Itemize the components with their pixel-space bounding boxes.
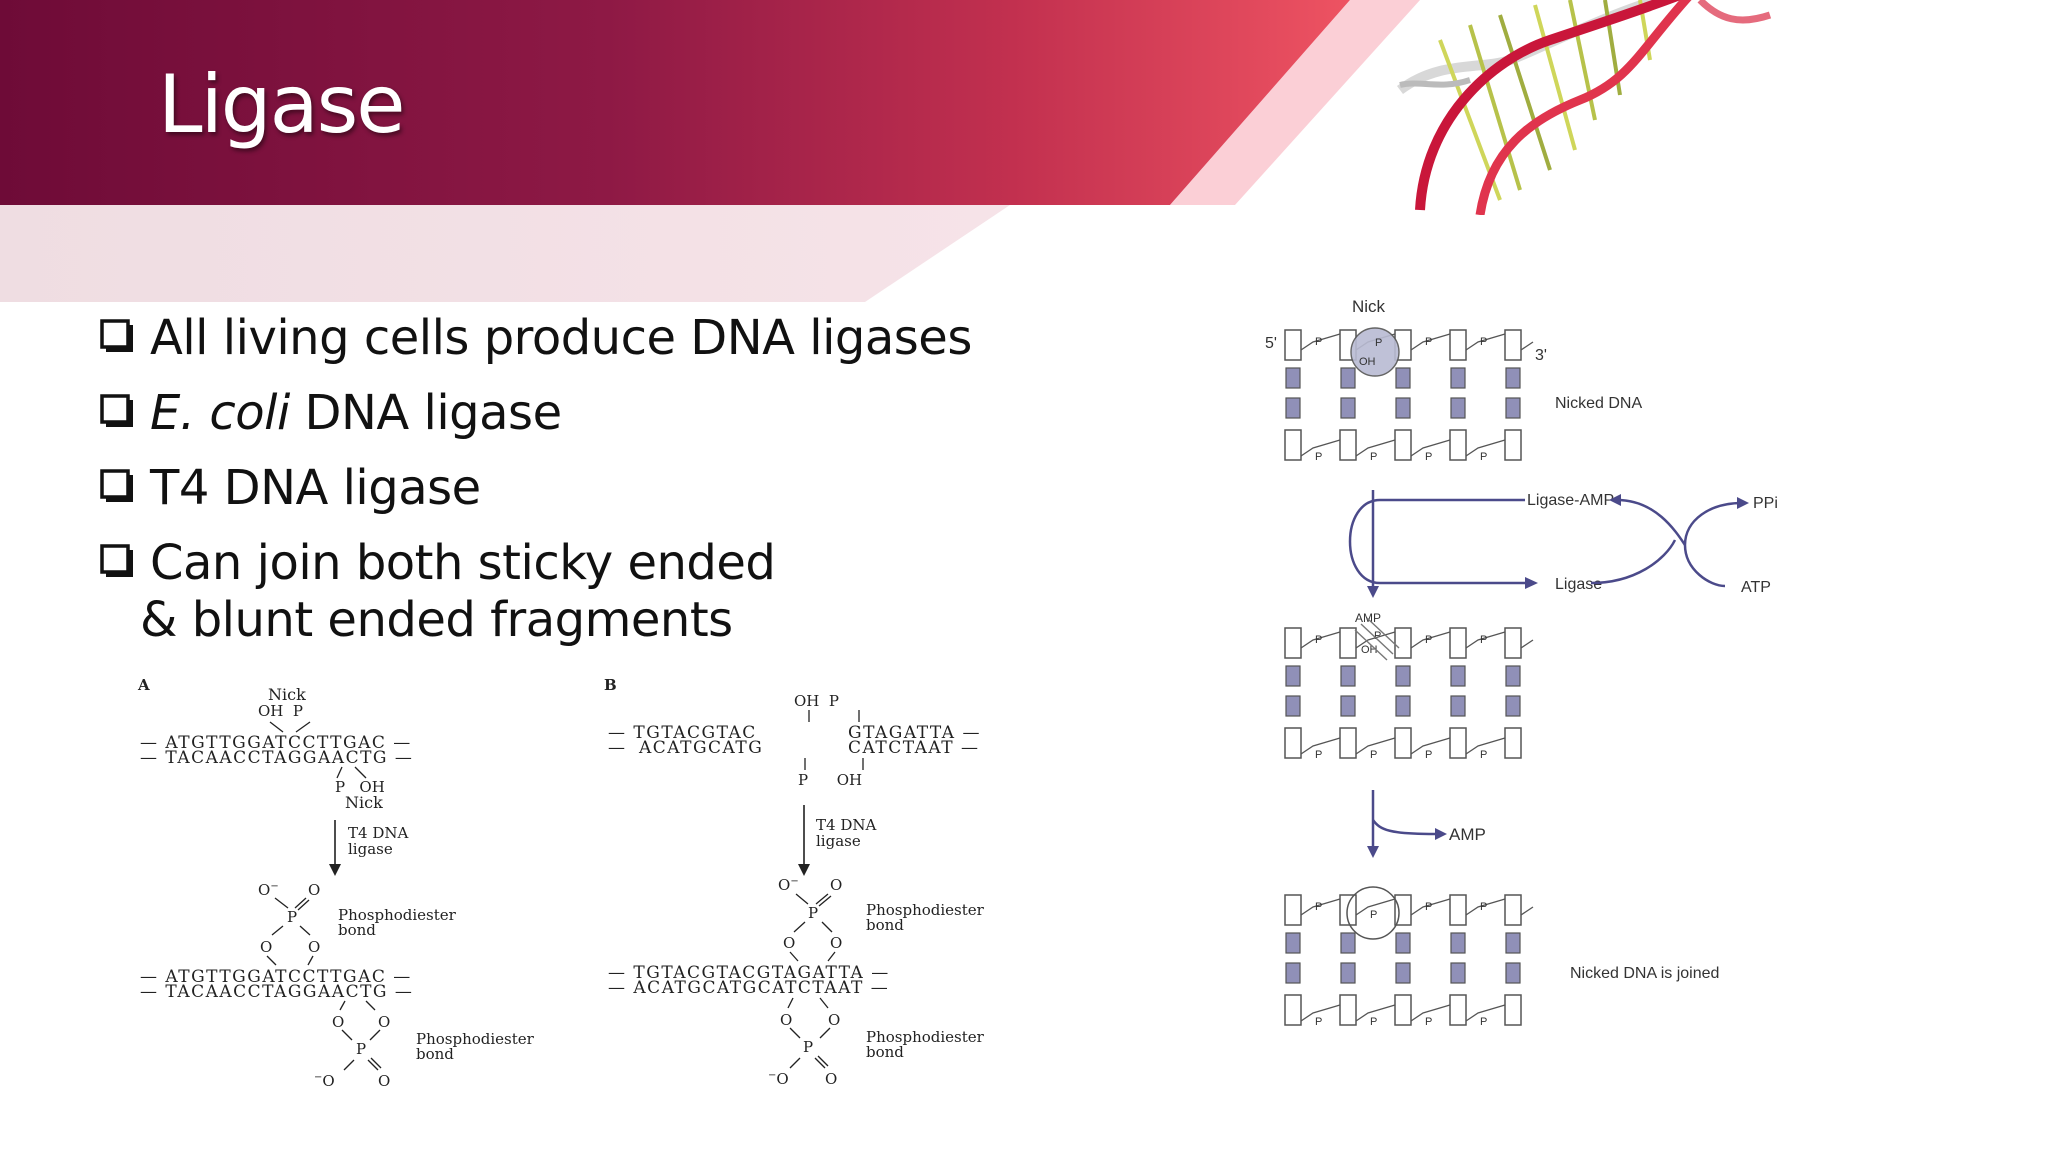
- svg-text:P: P: [1375, 337, 1382, 349]
- joined-label: Nicked DNA is joined: [1570, 965, 1719, 982]
- svg-text:P: P: [808, 904, 818, 922]
- svg-text:O: O: [783, 934, 795, 952]
- figure-a-sticky-end-ligation: A Nick OH P — ATGTTGGATCCTTGAC — — TACAA…: [137, 676, 535, 1090]
- joined-top-strand: — TGTACGTACGTAGATTA —: [608, 963, 890, 983]
- enzyme-label: T4 DNA: [816, 816, 876, 834]
- oh-label: OH: [1359, 356, 1376, 368]
- svg-text:O: O: [830, 934, 842, 952]
- bullet-item: Can join both sticky ended & blunt ended…: [100, 535, 972, 649]
- checkbox-bullet-icon: [100, 544, 133, 577]
- svg-text:P: P: [287, 908, 297, 926]
- bullet-item: T4 DNA ligase: [100, 460, 972, 517]
- phosphodiester-label: Phosphodiester: [866, 1028, 985, 1046]
- oh-p-label: OH P: [258, 702, 303, 720]
- svg-text:P: P: [1370, 909, 1377, 921]
- phosphodiester-label: bond: [866, 1043, 904, 1061]
- bottom-strand-right: CATCTAAT —: [848, 738, 979, 758]
- slide-title: Ligase: [158, 58, 405, 151]
- enzyme-label: ligase: [348, 840, 393, 858]
- ligase-label: Ligase: [1555, 576, 1602, 593]
- svg-text:O: O: [260, 938, 272, 956]
- panel-label-a: A: [137, 676, 150, 694]
- amp-release-label: AMP: [1449, 825, 1486, 844]
- nick-label: Nick: [1352, 297, 1386, 316]
- svg-text:O: O: [828, 1011, 840, 1029]
- phosphodiester-label: bond: [338, 921, 376, 939]
- header-banner: [0, 0, 1420, 302]
- enzyme-label: T4 DNA: [348, 824, 408, 842]
- bottom-strand: — TACAACCTAGGAACTG —: [140, 748, 413, 768]
- bullet-text: DNA ligase: [289, 385, 563, 441]
- bottom-strand-left: ACATGCATG: [638, 738, 763, 758]
- svg-text:O: O: [332, 1013, 344, 1031]
- oh-label: OH: [1361, 644, 1378, 656]
- svg-text:O: O: [378, 1072, 390, 1090]
- dna-helix-image: [1397, 0, 1772, 215]
- svg-text:—: —: [608, 738, 625, 758]
- joined-top-strand: — ATGTTGGATCCTTGAC —: [140, 967, 412, 987]
- p-oh-label: P OH: [798, 771, 862, 789]
- checkbox-bullet-icon: [100, 469, 133, 502]
- svg-text:O−: O−: [778, 876, 799, 894]
- bullet-text: T4 DNA ligase: [150, 460, 481, 516]
- bullet-item: All living cells produce DNA ligases: [100, 310, 972, 367]
- nick-label: Nick: [268, 685, 306, 704]
- checkbox-bullet-icon: [100, 319, 133, 352]
- three-prime-label: 3': [1535, 347, 1547, 364]
- joined-bottom-strand: — ACATGCATGCATCTAAT —: [608, 978, 889, 998]
- svg-text:O: O: [825, 1070, 837, 1088]
- p-oh-label: P OH: [335, 778, 385, 796]
- ligase-amp-label: Ligase-AMP: [1527, 492, 1614, 509]
- svg-text:P: P: [1374, 630, 1381, 642]
- phosphodiester-label: Phosphodiester: [338, 906, 457, 924]
- phosphodiester-label: Phosphodiester: [416, 1030, 535, 1048]
- phosphodiester-label: Phosphodiester: [866, 901, 985, 919]
- figure-b-blunt-end-ligation: B OH P — TGTACGTAC GTAGATTA — — ACATGCAT…: [604, 676, 985, 1088]
- checkbox-bullet-icon: [100, 394, 133, 427]
- svg-text:O: O: [378, 1013, 390, 1031]
- joined-bottom-strand: — TACAACCTAGGAACTG —: [140, 982, 413, 1002]
- svg-text:−O: −O: [314, 1072, 335, 1090]
- oh-p-label: OH P: [794, 692, 839, 710]
- ppi-label: PPi: [1753, 495, 1778, 512]
- top-strand-left: — TGTACGTAC: [608, 723, 757, 743]
- top-strand: — ATGTTGGATCCTTGAC —: [140, 733, 412, 753]
- svg-text:O: O: [830, 876, 842, 894]
- five-prime-label: 5': [1265, 335, 1277, 352]
- bullet-text: All living cells produce DNA ligases: [150, 310, 972, 366]
- svg-text:O: O: [308, 881, 320, 899]
- atp-label: ATP: [1741, 579, 1771, 596]
- bullet-item: E. coli DNA ligase: [100, 385, 972, 442]
- bullet-text: Can join both sticky ended: [150, 535, 776, 591]
- nick-label-bottom: Nick: [345, 793, 383, 812]
- top-strand-right: GTAGATTA —: [848, 723, 981, 743]
- svg-text:O−: O−: [258, 881, 279, 899]
- svg-text:P: P: [356, 1040, 366, 1058]
- nicked-dna-label: Nicked DNA: [1555, 395, 1642, 412]
- enzyme-label: ligase: [816, 832, 861, 850]
- bullet-italic-text: E. coli: [150, 385, 290, 441]
- bullet-continuation: & blunt ended fragments: [140, 592, 733, 648]
- bullet-list: All living cells produce DNA ligases E. …: [100, 310, 972, 667]
- phosphodiester-label: bond: [416, 1045, 454, 1063]
- panel-label-b: B: [604, 676, 617, 694]
- phosphodiester-label: bond: [866, 916, 904, 934]
- svg-text:−O: −O: [768, 1070, 789, 1088]
- svg-text:O: O: [308, 938, 320, 956]
- svg-text:P: P: [803, 1038, 813, 1056]
- svg-text:O: O: [780, 1011, 792, 1029]
